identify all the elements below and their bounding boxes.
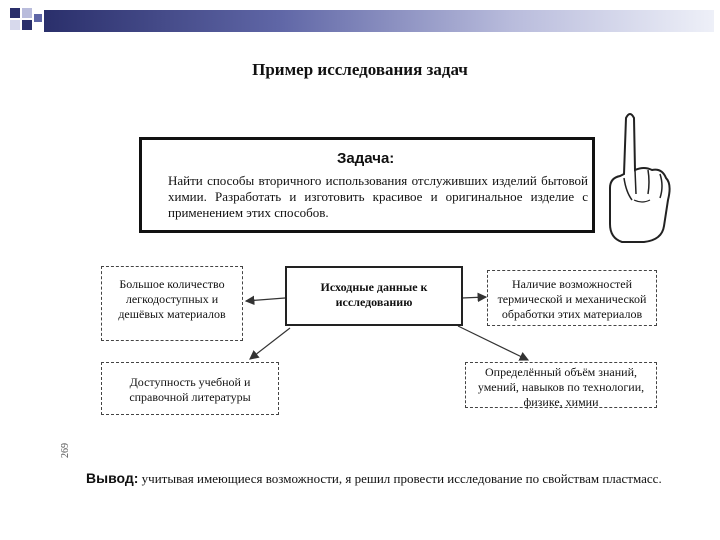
arrow-to-left <box>244 295 286 306</box>
arrow-to-right <box>461 292 488 303</box>
conclusion: Вывод: учитывая имеющиеся возможности, я… <box>86 470 662 487</box>
box-literature: Доступность учебной и справочной литерат… <box>101 362 279 415</box>
task-heading: Задача: <box>337 150 395 167</box>
conclusion-text: учитывая имеющиеся возможности, я решил … <box>138 471 662 486</box>
header-square-2 <box>22 8 32 18</box>
header-square-5 <box>34 14 42 22</box>
header-square-1 <box>10 8 20 18</box>
box-source-data: Исходные данные к исследованию <box>285 266 463 326</box>
box-literature-text: Доступность учебной и справочной литерат… <box>129 375 251 404</box>
box-knowledge: Определённый объём знаний, умений, навык… <box>465 362 657 409</box>
box-materials: Большое количество легкодоступных и дешё… <box>101 266 243 341</box>
box-knowledge-text: Определённый объём знаний, умений, навык… <box>477 365 645 409</box>
box-source-data-text: Исходные данные к исследованию <box>320 280 428 309</box>
page-number: 269 <box>60 443 71 458</box>
header-gradient-bar <box>44 10 714 32</box>
box-materials-text: Большое количество легкодоступных и дешё… <box>118 277 226 321</box>
header-square-4 <box>10 20 20 30</box>
arrow-to-bottom-left <box>249 327 291 360</box>
box-processing: Наличие возможностей термической и механ… <box>487 270 657 326</box>
conclusion-label: Вывод: <box>86 470 139 486</box>
slide-title: Пример исследования задач <box>252 60 468 79</box>
task-box: Задача: Найти способы вторичного использ… <box>139 137 595 233</box>
box-processing-text: Наличие возможностей термической и механ… <box>497 277 647 321</box>
header-square-3 <box>22 20 32 30</box>
task-text: Найти способы вторичного использования о… <box>168 173 588 220</box>
arrow-to-bottom-right <box>457 325 530 361</box>
hand-icon <box>609 113 671 243</box>
